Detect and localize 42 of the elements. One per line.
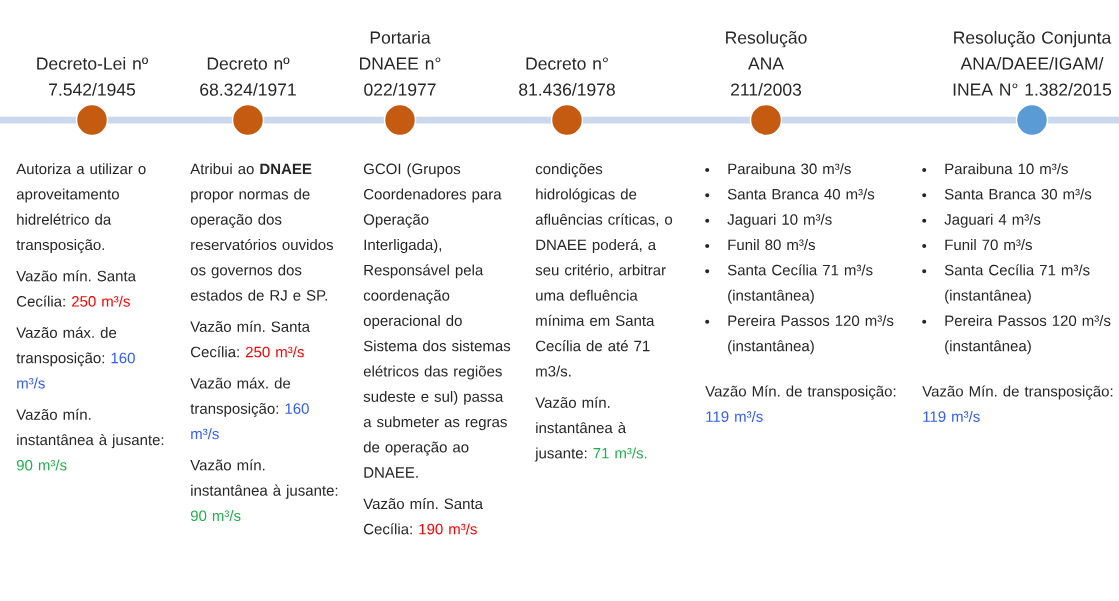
- flow-value-text: Vazão máx. de transposição: 160 m³/s: [190, 377, 309, 440]
- flow-value-text: Vazão Mín. de transposição: 119 m³/s: [922, 385, 1113, 422]
- event-title: Resolução Conjunta ANA/DAEE/IGAM/ INEA N° 1.382/2015: [953, 30, 1112, 96]
- flow-value-text: Vazão mín. instantânea à jusante: 90 m³/s: [16, 408, 164, 471]
- event-title: Decreto n° 81.436/1978: [519, 57, 615, 96]
- bullet-item: Santa Branca 40 m³/s: [705, 188, 875, 200]
- bullet-item: Funil 70 m³/s: [922, 239, 1032, 251]
- bullet-item: Santa Branca 30 m³/s: [922, 188, 1092, 200]
- timeline-dot: [75, 103, 109, 137]
- bullet-item: Funil 80 m³/s: [705, 239, 815, 251]
- timeline-dot: [1015, 103, 1049, 137]
- flow-value-text: Vazão mín. instantânea à jusante: 90 m³/s: [190, 459, 338, 522]
- event-title: Decreto nº 68.324/1971: [200, 57, 296, 96]
- flow-value-text: Vazão mín. Santa Cecília: 250 m³/s: [16, 270, 136, 307]
- description-text: condições hidrológicas de afluências críticas, o DNAEE poderá, a seu critério, arbitrar uma defluência mínima em Santa Cecília de até 71 m3/s.: [535, 163, 673, 377]
- bullet-item: Pereira Passos 120 m³/s (instantânea): [705, 315, 894, 355]
- flow-value-text: Vazão Mín. de transposição: 119 m³/s: [705, 385, 896, 422]
- flow-value-text: Vazão mín. Santa Cecília: 190 m³/s: [363, 497, 483, 535]
- description-text: Atribui ao DNAEE propor normas de operação dos reservatórios ouvidos os governos dos estados de RJ e SP.: [190, 163, 333, 301]
- description-text: Autoriza a utilizar o aproveitamento hidrelétrico da transposição.: [16, 163, 146, 254]
- description-text: GCOI (Grupos Coordenadores para Operação Interligada), Responsável pela coordenação operacional do Sistema dos sistemas elétricos das regiões sudeste e sul) passa a submeter as regras de operação ao DNAEE.: [363, 163, 511, 478]
- bullet-item: Paraibuna 10 m³/s: [922, 163, 1068, 175]
- node-label: m³/s: [17, 377, 45, 389]
- flow-value-text: Vazão mín. instantânea à jusante: 71 m³/s.: [534, 396, 647, 462]
- node-label: m³/s: [191, 428, 219, 440]
- node-label: 160: [111, 352, 135, 364]
- bullet-item: Paraibuna 30 m³/s: [705, 163, 851, 175]
- bullet-item: Santa Cecília 71 m³/s (instantânea): [705, 264, 873, 304]
- event-title: Resolução ANA 211/2003: [726, 30, 807, 96]
- bullet-item: Jaguari 10 m³/s: [705, 213, 832, 228]
- bullet-item: Santa Cecília 71 m³/s (instantânea): [922, 264, 1090, 304]
- flow-value-text: Vazão mín. Santa Cecília: 250 m³/s: [190, 320, 310, 358]
- bullet-item: Jaguari 4 m³/s: [922, 213, 1041, 228]
- timeline-dot: [231, 103, 265, 137]
- node-label: 160: [285, 403, 309, 414]
- timeline-dot: [383, 103, 417, 137]
- flow-value-text: Vazão máx. de transposição: 160 m³/s: [16, 326, 135, 389]
- bullet-item: Pereira Passos 120 m³/s (instantânea): [922, 315, 1111, 355]
- event-title: Decreto-Lei nº 7.542/1945: [37, 56, 148, 96]
- timeline-dot: [550, 103, 584, 137]
- timeline-dot: [749, 103, 783, 137]
- event-title: Portaria DNAEE n° 022/1977: [360, 30, 441, 96]
